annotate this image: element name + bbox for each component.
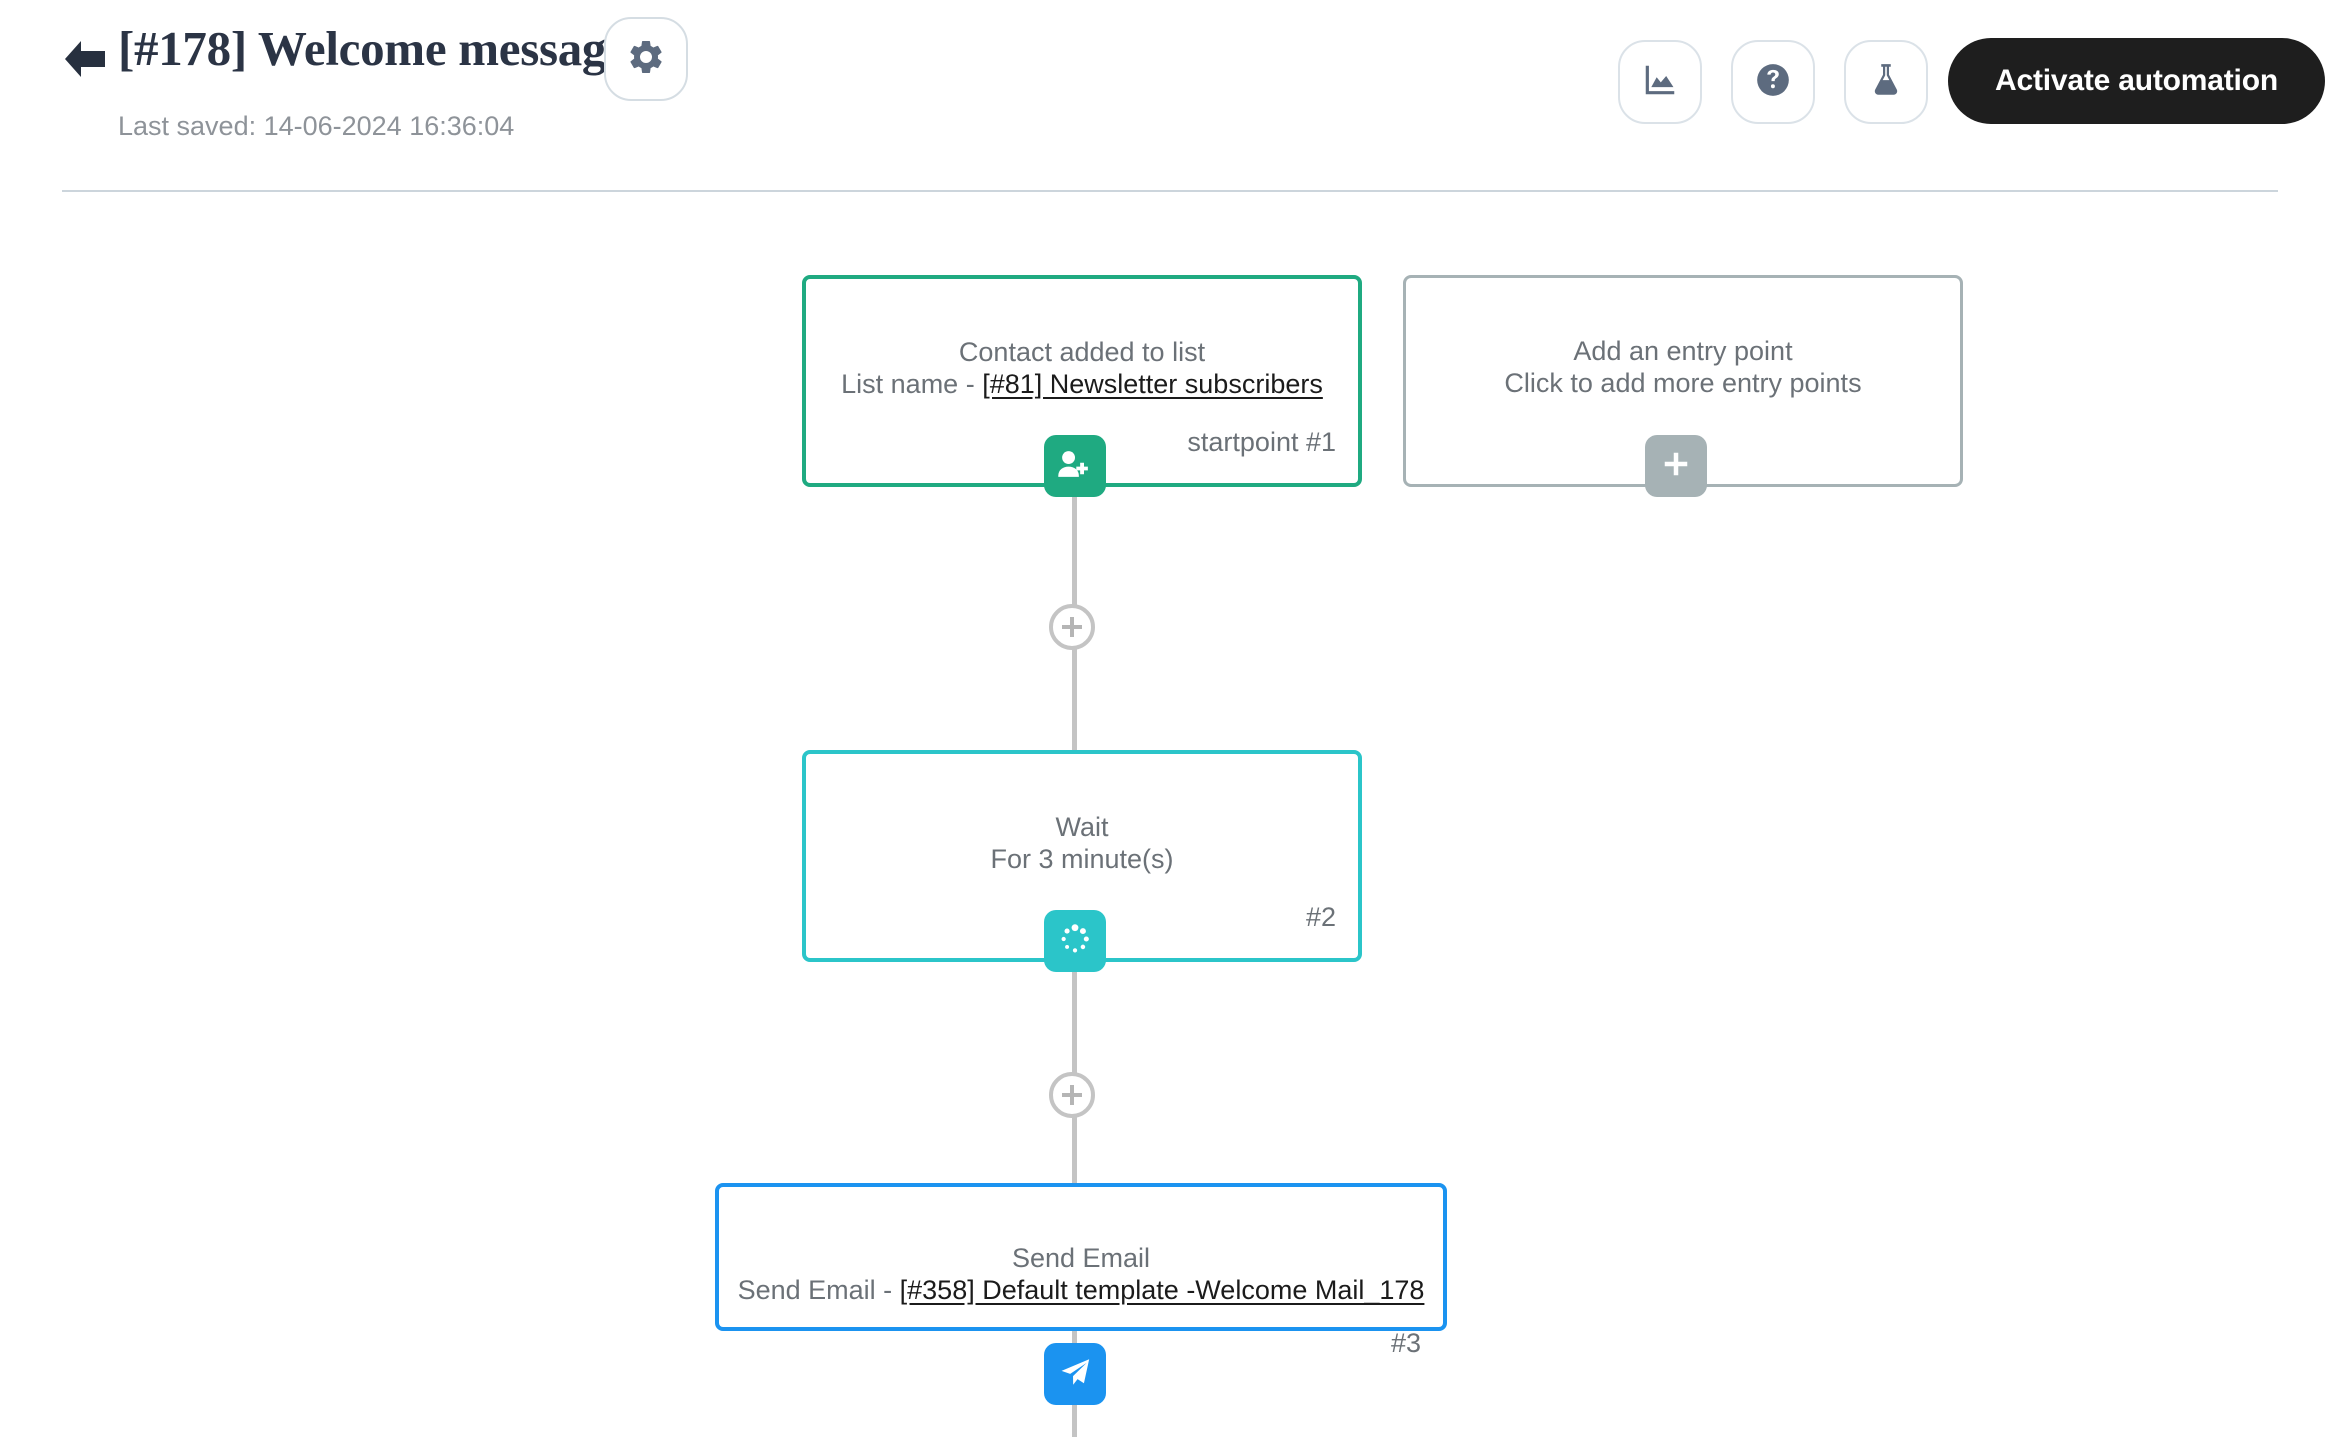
connector-line-1 [1072, 487, 1077, 612]
automation-canvas[interactable]: Contact added to list List name - [#81] … [0, 192, 2340, 1437]
automation-settings-button[interactable] [604, 17, 688, 101]
node-badge-contact-added[interactable] [1044, 435, 1106, 497]
gear-icon [626, 37, 666, 82]
connector-line-4 [1072, 1116, 1077, 1191]
list-link[interactable]: [#81] Newsletter subscribers [982, 369, 1323, 399]
arrow-left-icon [61, 37, 109, 81]
node-badge-send-email[interactable] [1044, 1343, 1106, 1405]
node-title: Wait [1055, 812, 1109, 842]
node-tag: #3 [1390, 1328, 1421, 1358]
node-send-email[interactable]: Send Email Send Email - [#358] Default t… [715, 1183, 1447, 1358]
node-badge-wait[interactable] [1044, 910, 1106, 972]
flask-icon [1867, 61, 1905, 104]
test-button[interactable] [1844, 40, 1928, 124]
question-circle-icon [1754, 61, 1792, 104]
node-subtitle-prefix: List name - [841, 369, 983, 399]
node-tag: startpoint #1 [1187, 427, 1336, 457]
node-subtitle-prefix: Send Email - [737, 1275, 900, 1305]
node-title: Contact added to list [958, 337, 1206, 367]
header-divider [62, 190, 2278, 193]
statistics-button[interactable] [1618, 40, 1702, 124]
last-saved-label: Last saved: 14-06-2024 16:36:04 [118, 111, 515, 141]
node-title: Send Email [1011, 1243, 1151, 1273]
plus-icon-vertical [1070, 1085, 1074, 1105]
plus-icon-vertical [1070, 617, 1074, 637]
page-header: [#178] Welcome message Last saved: 14-06… [0, 0, 2340, 193]
area-chart-icon [1641, 61, 1679, 104]
back-button[interactable] [54, 28, 116, 90]
connector-line-3 [1072, 962, 1077, 1087]
paper-plane-icon [1058, 1355, 1092, 1394]
email-template-link[interactable]: [#358] Default template -Welcome Mail_17… [899, 1275, 1425, 1305]
node-subtitle: For 3 minute(s) [990, 844, 1174, 874]
node-title: Add an entry point [1573, 336, 1793, 366]
help-button[interactable] [1731, 40, 1815, 124]
activate-automation-button[interactable]: Activate automation [1948, 38, 2325, 124]
node-subtitle: List name - [#81] Newsletter subscribers [806, 369, 1358, 400]
add-step-button-1[interactable] [1049, 604, 1095, 650]
node-subtitle: Click to add more entry points [1504, 368, 1862, 398]
add-step-button-3[interactable] [1049, 1072, 1095, 1118]
user-plus-icon [1057, 448, 1093, 485]
node-badge-add-entry-point[interactable] [1645, 435, 1707, 497]
plus-icon [1661, 449, 1691, 484]
node-subtitle: Send Email - [#358] Default template -We… [719, 1275, 1443, 1306]
spinner-icon [1058, 922, 1092, 961]
node-tag: #2 [1305, 902, 1336, 932]
page-title: [#178] Welcome message [118, 21, 628, 76]
connector-line-2 [1072, 648, 1077, 758]
